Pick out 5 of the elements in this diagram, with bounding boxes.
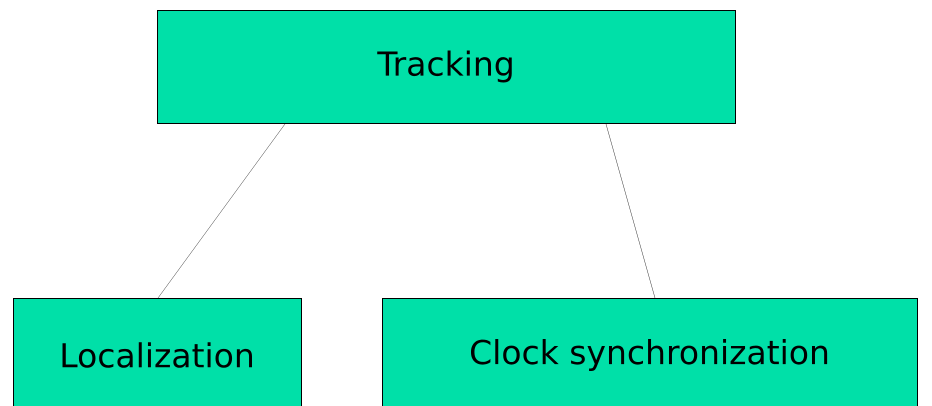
connector-line — [606, 124, 656, 298]
process-box: Tracking — [157, 10, 736, 124]
process-box: Localization — [13, 298, 302, 406]
connector-line — [158, 124, 286, 298]
process-box: Clock synchronization — [382, 298, 918, 406]
